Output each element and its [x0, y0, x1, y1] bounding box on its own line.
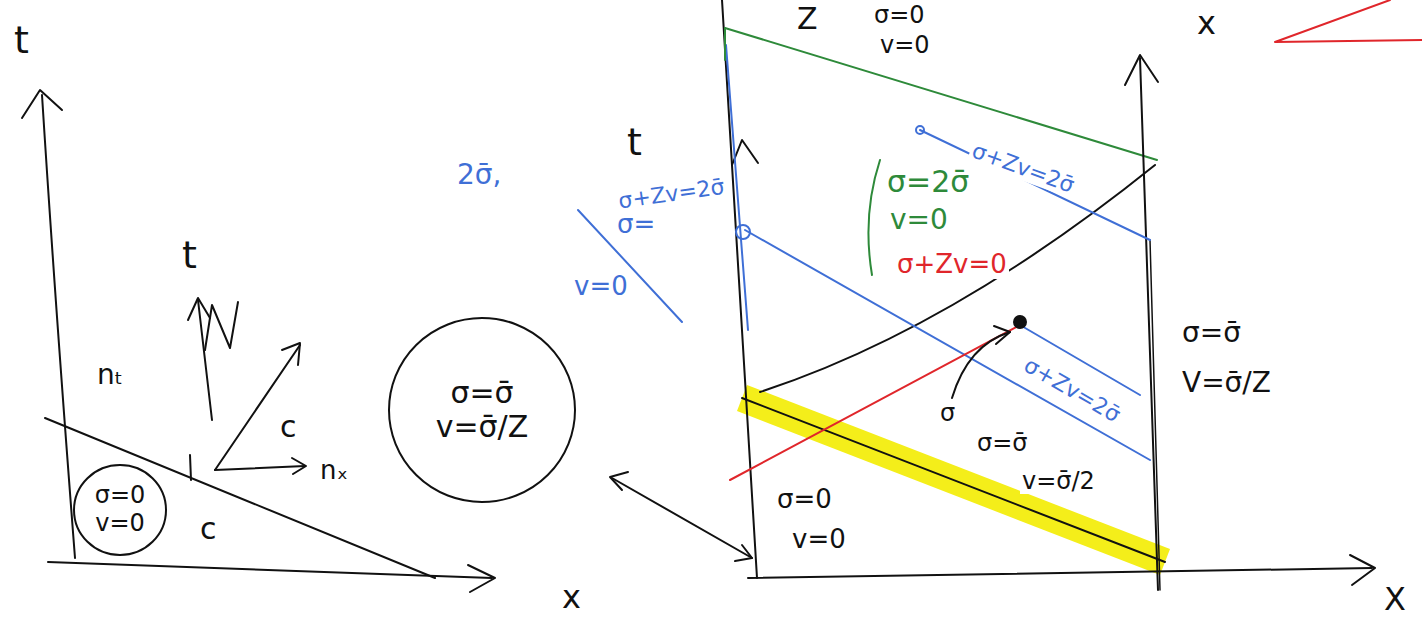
handwritten-label: x [560, 580, 583, 615]
characteristic-arrow [215, 345, 300, 470]
wave-front-line [742, 398, 1165, 562]
arrowhead [282, 343, 300, 365]
x-axis [748, 568, 1372, 578]
handwritten-label: σ=σ̄ [975, 430, 1030, 456]
handwritten-label: σ=2σ̄ [885, 165, 971, 198]
handwritten-label: c [278, 410, 299, 443]
handwritten-label: σ+Zv=2σ̄ [1018, 352, 1126, 428]
correspondence-arrow [612, 478, 752, 558]
blue-characteristic [745, 230, 1150, 460]
arrowhead [610, 472, 628, 490]
pointer-arrow [952, 332, 1010, 398]
leader-line [578, 210, 682, 322]
arrowhead [292, 458, 306, 474]
state-value: v=σ̄/Z [436, 410, 529, 445]
intersection-point [1014, 316, 1026, 328]
boundary-point [736, 225, 750, 239]
arrowhead [735, 545, 752, 561]
circle-outline [74, 465, 166, 555]
handwritten-label: v=0 [888, 205, 950, 236]
handwritten-label: t [625, 122, 644, 164]
handwritten-label: σ=0 [872, 2, 927, 28]
state-value: σ=σ̄ [436, 376, 529, 411]
handwritten-label: σ+Zv=2σ̄ [615, 175, 728, 214]
handwritten-label: σ=0 [775, 485, 834, 514]
handwritten-label: nₜ [95, 360, 125, 391]
t-axis [42, 95, 75, 558]
red-characteristic [730, 325, 1020, 480]
right-boundary [1140, 58, 1158, 590]
t-axis [722, 0, 757, 578]
handwritten-label: c [198, 512, 219, 545]
handwritten-label: t [12, 20, 31, 62]
handwritten-label: nₓ [318, 456, 350, 485]
normal-x-arrow [215, 466, 305, 470]
handwritten-label: v=0 [878, 32, 932, 58]
handwritten-label: v=0 [572, 272, 630, 301]
handwritten-label: X [1382, 582, 1408, 617]
state-circle: σ=0v=0 [72, 462, 168, 558]
wave-front-line [45, 418, 435, 578]
handwritten-label: t [180, 235, 199, 277]
bracket [868, 160, 880, 275]
axis-arrowhead [468, 565, 495, 592]
handwritten-label: Z [795, 2, 820, 35]
axis-arrowhead [1125, 55, 1158, 85]
state-circle: σ=σ̄v=σ̄/Z [387, 315, 577, 505]
circle-content: σ=σ̄v=σ̄/Z [436, 376, 529, 445]
handwritten-label: σ=σ̄ [1180, 318, 1243, 349]
handwritten-label: σ+Zv=2σ̄ [967, 138, 1079, 199]
red-partial-sketch [1275, 0, 1422, 42]
blue-boundary-line [726, 45, 748, 330]
state-value: σ=0 [95, 482, 146, 510]
handwritten-label: x [1195, 6, 1218, 41]
arrowhead [994, 326, 1010, 344]
circle-content: σ=0v=0 [95, 482, 146, 537]
axis-arrowhead [22, 90, 62, 118]
handwritten-label: 2σ̄, [455, 160, 503, 191]
normal-vector-sketch [205, 302, 238, 350]
arrowhead [188, 298, 210, 320]
circle-outline [389, 318, 575, 502]
green-tick [724, 28, 726, 60]
handwritten-label: v=0 [790, 525, 848, 554]
axis-arrowhead [1350, 555, 1375, 585]
handwritten-label: v=σ̄/2 [1020, 468, 1097, 494]
handwritten-label: V=σ̄/Z [1180, 368, 1273, 399]
right-boundary [1150, 240, 1160, 590]
x-axis [48, 562, 492, 578]
tick-mark [190, 455, 191, 480]
state-value: v=0 [95, 510, 146, 538]
handwritten-label: σ= [615, 210, 657, 239]
start-dot [916, 126, 924, 134]
handwritten-label: σ [938, 400, 957, 426]
handwritten-label: σ+Zv=0 [895, 250, 1009, 279]
